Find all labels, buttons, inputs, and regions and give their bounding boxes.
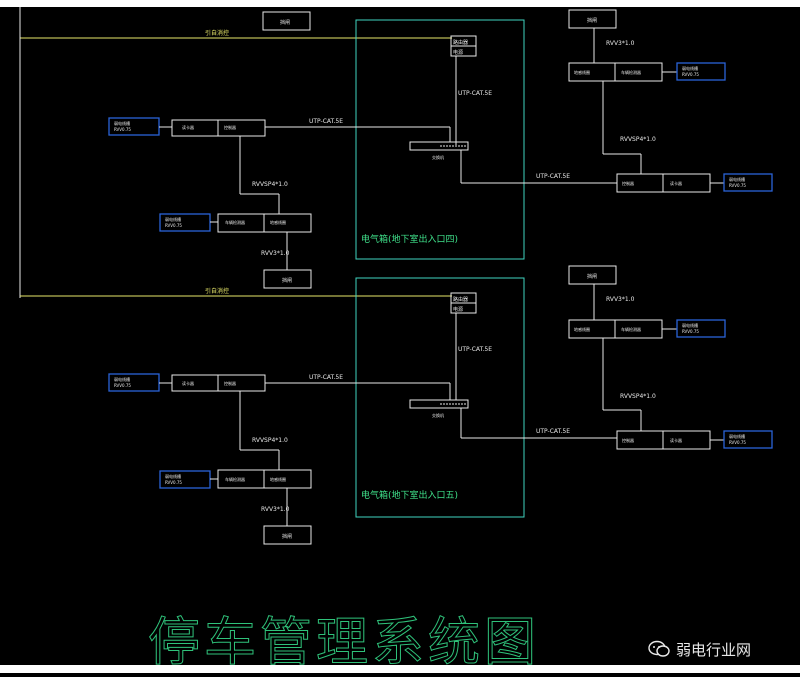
- utp-vert-2: UTP-CAT.5E: [458, 346, 492, 353]
- right2-blue2-l1: 弱电线槽: [729, 433, 745, 439]
- right1-blue-box: [676, 62, 726, 81]
- left2-blue-l2: RVV0.75: [114, 383, 131, 388]
- left1-dev2-b: 地感线圈: [270, 219, 286, 225]
- right2-blue-l2: RVV0.75: [682, 329, 699, 334]
- right2-gate: [568, 265, 617, 285]
- left2-blue2-l1: 弱电线槽: [165, 473, 181, 479]
- right2-utp-label: UTP-CAT.5E: [536, 428, 570, 435]
- left1-blue-l1: 弱电线槽: [114, 120, 130, 126]
- right1-dev-b: 车辆检测器: [621, 69, 641, 75]
- right2-blue-box-2: [723, 430, 773, 449]
- cabinet-1-label: 电气箱(地下室出入口四): [361, 233, 458, 245]
- watermark: 弱电行业网: [648, 636, 751, 662]
- right1-dev2-b: 读卡器: [670, 180, 682, 186]
- router-2-label: 路由器: [453, 296, 468, 303]
- right1-rvv: RVV3*1.0: [606, 40, 635, 47]
- left2-dev-b: 控制器: [224, 380, 236, 386]
- right2-blue-box: [676, 319, 726, 338]
- router-1-power: 电源: [453, 49, 463, 56]
- switch-2-label: 交换机: [432, 412, 444, 418]
- left1-utp-label: UTP-CAT.5E: [309, 118, 343, 125]
- right2-rvvsp: RVVSP4*1.0: [620, 393, 656, 400]
- left1-blue-l2: RVV0.75: [114, 127, 131, 132]
- right1-dev-a: 地感线圈: [574, 69, 590, 75]
- right2-dev2-b: 读卡器: [670, 437, 682, 443]
- utp-vert-1: UTP-CAT.5E: [458, 90, 492, 97]
- right1-rvvsp: RVVSP4*1.0: [620, 136, 656, 143]
- right1-gate: [568, 9, 617, 29]
- wechat-icon: [648, 640, 670, 657]
- left2-blue-l1: 弱电线槽: [114, 376, 130, 382]
- router-1-label: 路由器: [453, 39, 468, 46]
- router-2-power: 电源: [453, 306, 463, 313]
- left1-blue2-l2: RVV0.75: [165, 223, 182, 228]
- switch-1-label: 交换机: [432, 154, 444, 160]
- left2-blue2-l2: RVV0.75: [165, 480, 182, 485]
- right2-dev-a: 地感线圈: [574, 326, 590, 332]
- cabinet-1: [355, 19, 525, 260]
- left2-dev2-b: 地感线圈: [270, 476, 286, 482]
- left2-utp-label: UTP-CAT.5E: [309, 374, 343, 381]
- right1-blue-l2: RVV0.75: [682, 72, 699, 77]
- left1-rvv: RVV3*1.0: [261, 250, 290, 257]
- left1-dev-a: 读卡器: [182, 124, 194, 130]
- left1-dev-b: 控制器: [224, 124, 236, 130]
- right2-dev-b: 车辆检测器: [621, 326, 641, 332]
- top-gate-label: 挡闸: [280, 19, 290, 26]
- left2-rvvsp: RVVSP4*1.0: [252, 437, 288, 444]
- left1-gate-label: 挡闸: [282, 277, 292, 284]
- left2-gate: [263, 525, 312, 545]
- left1-blue2-l1: 弱电线槽: [165, 216, 181, 222]
- watermark-text: 弱电行业网: [676, 640, 752, 659]
- right2-blue2-l2: RVV0.75: [729, 440, 746, 445]
- left2-gate-label: 挡闸: [282, 533, 292, 540]
- left2-dev-a: 读卡器: [182, 380, 194, 386]
- top-border-strip: [0, 0, 800, 7]
- feed-line-label-2: 引自消控: [205, 287, 229, 295]
- left2-rvv: RVV3*1.0: [261, 506, 290, 513]
- right1-blue-box-2: [723, 173, 773, 192]
- right2-blue-l1: 弱电线槽: [682, 322, 698, 328]
- switch-1: [409, 141, 469, 151]
- diagram-title: 停车管理系统图: [148, 613, 540, 673]
- top-gate-box: [262, 11, 311, 31]
- right2-rvv: RVV3*1.0: [606, 296, 635, 303]
- right1-blue2-l1: 弱电线槽: [729, 176, 745, 182]
- right2-dev2-a: 控制器: [622, 437, 634, 443]
- left1-dev2-a: 车辆检测器: [225, 219, 245, 225]
- right1-blue-l1: 弱电线槽: [682, 65, 698, 71]
- switch-2: [409, 399, 469, 409]
- left1-gate: [263, 269, 312, 289]
- right1-blue2-l2: RVV0.75: [729, 183, 746, 188]
- bottom-border-strip: [0, 665, 800, 673]
- feed-line-label-1: 引自消控: [205, 29, 229, 37]
- right1-gate-label: 挡闸: [587, 17, 597, 24]
- left2-dev2-a: 车辆检测器: [225, 476, 245, 482]
- left1-rvvsp: RVVSP4*1.0: [252, 181, 288, 188]
- right1-dev2-a: 控制器: [622, 180, 634, 186]
- right2-gate-label: 挡闸: [587, 273, 597, 280]
- right1-utp-label: UTP-CAT.5E: [536, 173, 570, 180]
- cabinet-2-label: 电气箱(地下室出入口五): [361, 489, 458, 501]
- cabinet-2: [355, 277, 525, 518]
